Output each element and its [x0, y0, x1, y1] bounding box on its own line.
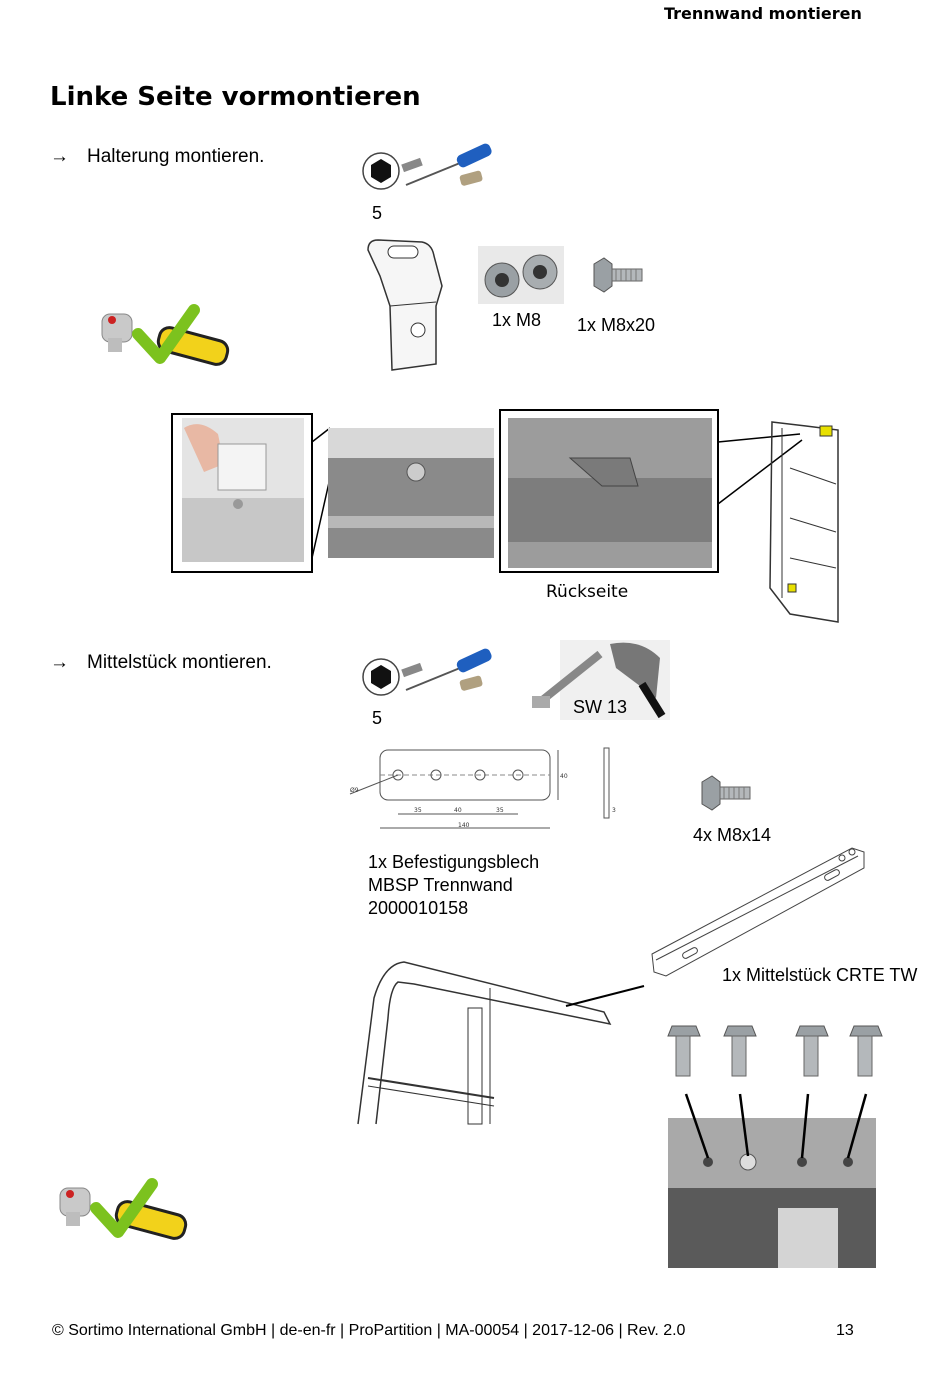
- plate-label-line3: 2000010158: [368, 898, 469, 918]
- step2-text: Mittelstück montieren.: [87, 652, 272, 673]
- ratchet-check-icon: [101, 304, 230, 366]
- screw-icon: [593, 257, 643, 293]
- step2-wrench-size: SW 13: [573, 697, 628, 717]
- page-header: Trennwand montieren: [664, 4, 862, 23]
- page-number: 13: [836, 1322, 854, 1339]
- step1-tool-size: 5: [372, 203, 383, 223]
- dim-40a: 40: [454, 807, 462, 814]
- screwdriver-icon: [401, 648, 492, 691]
- nut-icon: [478, 246, 564, 304]
- centre-piece-drawing: [651, 847, 865, 977]
- dim-hole: Ø9: [350, 787, 359, 794]
- step1-photo-group: [171, 409, 839, 623]
- screw-icon: [701, 775, 751, 811]
- dim-40b: 40: [560, 773, 568, 780]
- four-screws: [667, 1025, 883, 1077]
- closeup-photo: [668, 1093, 876, 1268]
- step2-screws-label: 4x M8x14: [693, 825, 772, 845]
- step2-arrow: →: [50, 652, 69, 673]
- dim-140: 140: [458, 822, 470, 829]
- dim-3: 3: [612, 807, 616, 814]
- screw-icon: [667, 1025, 701, 1077]
- screwdriver-icon: [401, 143, 492, 186]
- section-title: Linke Seite vormontieren: [50, 82, 421, 112]
- bracket-icon: [367, 239, 443, 371]
- step1-screw-label: 1x M8x20: [577, 315, 656, 335]
- step1-arrow: →: [50, 146, 69, 167]
- plate-label-line2: MBSP Trennwand: [368, 875, 513, 895]
- hex-icon: [362, 152, 400, 190]
- step2-centre-piece-label: 1x Mittelstück CRTE TW: [722, 965, 918, 985]
- dim-35b: 35: [496, 807, 504, 814]
- screw-icon: [723, 1025, 757, 1077]
- footer-text: © Sortimo International GmbH | de-en-fr …: [52, 1322, 686, 1339]
- screw-icon: [795, 1025, 829, 1077]
- ratchet-check-icon: [59, 1178, 188, 1240]
- plate-drawing: Ø9 35 40 35 140 40 3: [349, 747, 616, 829]
- wrench-icon: [532, 640, 670, 720]
- step1-rear-caption: Rückseite: [546, 582, 629, 602]
- step2-plate-label: 1x Befestigungsblech MBSP Trennwand 2000…: [368, 851, 539, 920]
- step1-text: Halterung montieren.: [87, 146, 265, 167]
- screw-icon: [849, 1025, 883, 1077]
- step2-tool-size: 5: [372, 708, 383, 728]
- partition-drawing: [357, 961, 645, 1125]
- step1-nut-label: 1x M8: [492, 310, 542, 330]
- hex-icon: [362, 658, 400, 696]
- plate-label-line1: 1x Befestigungsblech: [368, 852, 540, 872]
- dim-35a: 35: [414, 807, 422, 814]
